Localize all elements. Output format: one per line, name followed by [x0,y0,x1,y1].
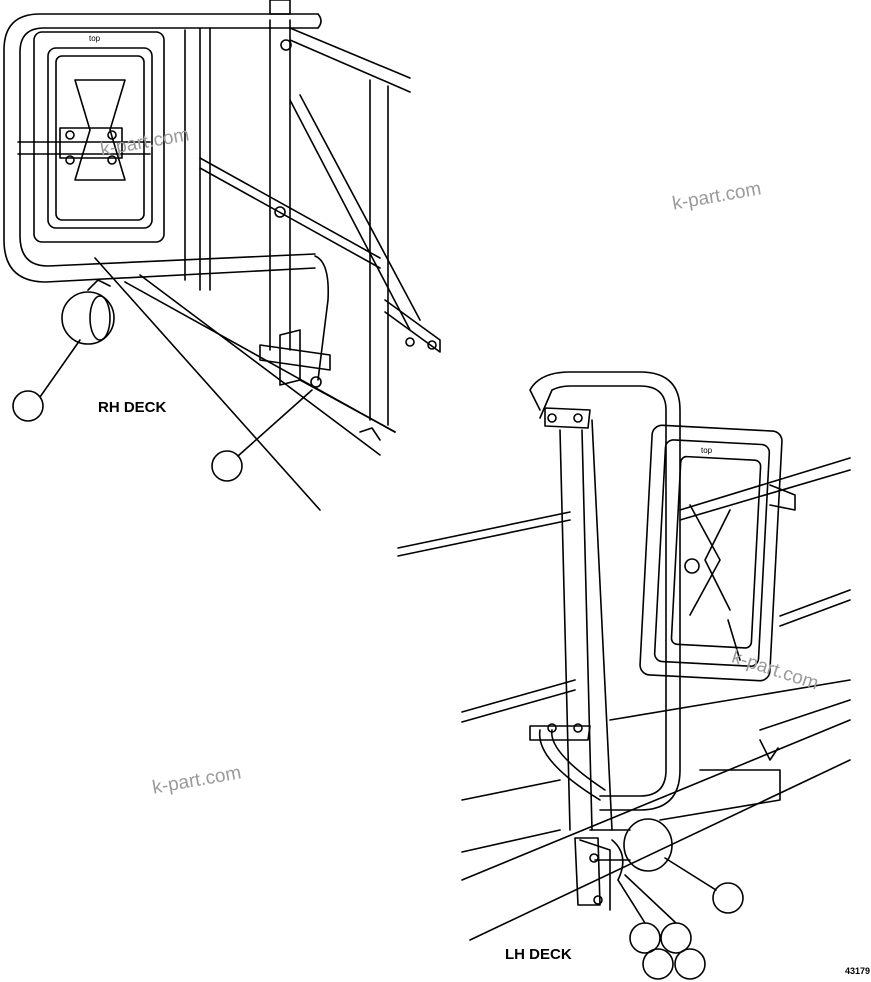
lh-deck-label: LH DECK [505,946,572,963]
rh-deck-assembly [3,0,441,511]
lh-deck-assembly [397,371,851,941]
rh-callouts [12,339,313,482]
plate-top-label-lh: top [701,446,713,455]
figure-number: 43179 [845,966,871,976]
rh-deck-label: RH DECK [98,399,167,416]
plate-top-label-rh: top [89,34,101,43]
lh-callouts [617,857,744,980]
